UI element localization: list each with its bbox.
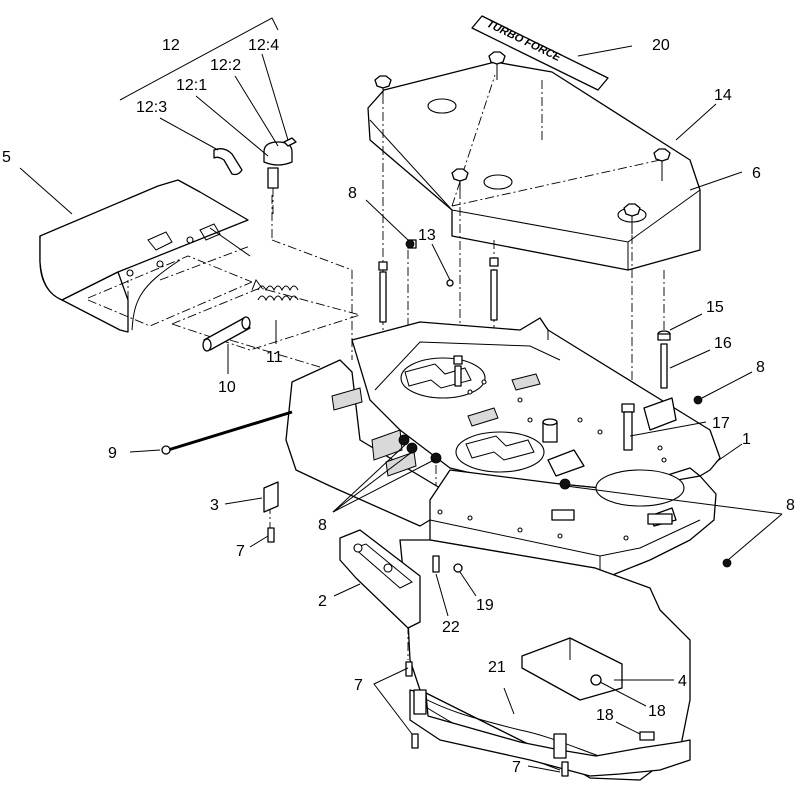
callout-15: 15 [706, 299, 724, 316]
latch-kit-part-12 [213, 137, 297, 215]
callout-14: 14 [714, 87, 732, 104]
callout-13: 13 [418, 227, 436, 244]
deck-cover-part-6 [367, 61, 701, 271]
callouts: 12 12:4 12:2 12:1 12:3 20 14 6 5 8 13 15… [2, 37, 795, 776]
callout-7-bottom-left: 7 [354, 677, 363, 694]
callout-16: 16 [714, 335, 732, 352]
callout-10: 10 [218, 379, 236, 396]
callout-2: 2 [318, 593, 327, 610]
bolt-part-22 [432, 555, 440, 573]
callout-6: 6 [752, 165, 761, 182]
callout-22: 22 [442, 619, 460, 636]
spacer-part-17 [621, 403, 635, 451]
callout-12-2: 12:2 [210, 57, 241, 74]
callout-12-4: 12:4 [248, 37, 279, 54]
side-cover-part-5 [39, 179, 361, 351]
leader-lines [19, 17, 783, 773]
baffle-part-2 [339, 529, 421, 629]
screw-part-19 [453, 563, 463, 573]
bolt-part-9 [161, 410, 293, 455]
callout-5: 5 [2, 149, 11, 166]
callout-20: 20 [652, 37, 670, 54]
roller-part-10 [202, 316, 251, 352]
pin-part-16 [660, 343, 668, 389]
mount-bracket [643, 397, 677, 431]
callout-7-bottom: 7 [512, 759, 521, 776]
nut-part-8 [398, 239, 732, 568]
callout-8-center: 8 [318, 517, 327, 534]
callout-8-top: 8 [348, 185, 357, 202]
callout-8-right: 8 [756, 359, 765, 376]
spring-part-11 [251, 278, 299, 302]
knob-part-14 [374, 51, 671, 234]
callout-12: 12 [162, 37, 180, 54]
callout-12-3: 12:3 [136, 99, 167, 116]
callout-18-upper: 18 [648, 703, 666, 720]
callout-19: 19 [476, 597, 494, 614]
callout-9: 9 [108, 445, 117, 462]
callout-1: 1 [742, 431, 751, 448]
callout-18-lower: 18 [596, 707, 614, 724]
shield-part-21 [409, 689, 691, 777]
bushing-part-15 [657, 330, 671, 341]
bolt-part-18 [590, 674, 655, 741]
callout-7-left: 7 [236, 543, 245, 560]
callout-11: 11 [266, 349, 283, 366]
callout-4: 4 [678, 673, 687, 690]
callout-21: 21 [488, 659, 506, 676]
callout-12-1: 12:1 [176, 77, 207, 94]
callout-17: 17 [712, 415, 730, 432]
callout-8-far-right: 8 [786, 497, 795, 514]
bracket-part-3 [263, 481, 279, 513]
callout-3: 3 [210, 497, 219, 514]
screw-part-13 [446, 279, 454, 287]
studs [378, 239, 499, 387]
